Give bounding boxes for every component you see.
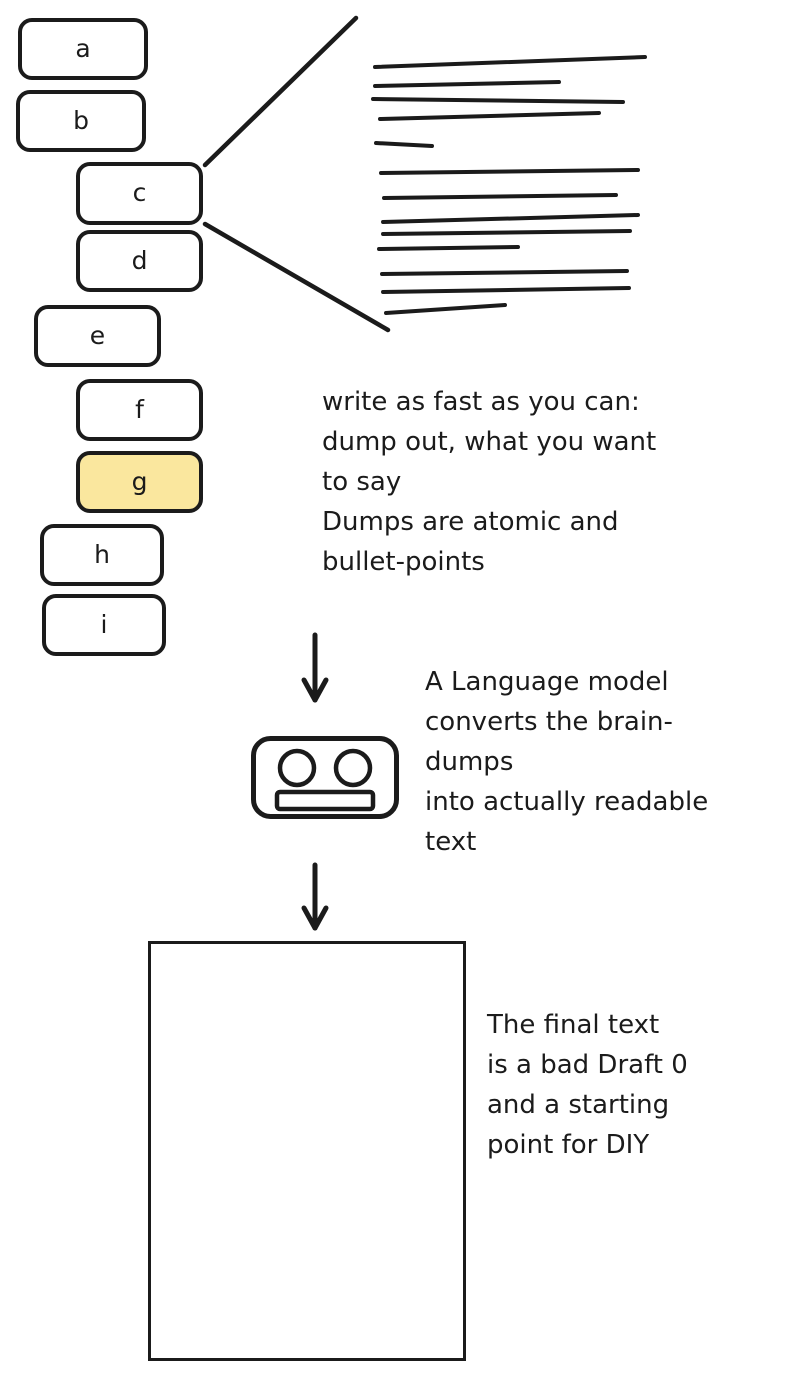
braindump-scribble	[371, 55, 647, 315]
braindump-line-0	[373, 55, 647, 69]
outline-item-i[interactable]: i	[42, 594, 166, 656]
outline-item-d[interactable]: d	[76, 230, 203, 292]
braindump-instruction-text: write as fast as you can: dump out, what…	[322, 387, 657, 577]
fan-out-lines-from-c	[202, 15, 391, 333]
connector-line-0	[202, 15, 359, 168]
outline-item-label: h	[94, 539, 110, 569]
connector-line-1	[202, 221, 391, 333]
outline-item-h[interactable]: h	[40, 524, 164, 586]
braindump-line-6	[382, 193, 618, 200]
braindump-line-11	[381, 286, 631, 294]
robot-eye-left	[277, 748, 317, 788]
braindump-line-10	[380, 269, 629, 276]
language-model-robot-icon[interactable]	[250, 735, 400, 820]
outline-item-label: b	[73, 105, 89, 135]
outline-item-label: c	[132, 178, 147, 207]
braindump-line-5	[379, 168, 640, 175]
outline-item-c[interactable]: c	[76, 162, 203, 225]
braindump-line-3	[378, 111, 601, 121]
braindump-line-12	[384, 303, 507, 315]
braindump-line-8	[381, 229, 632, 236]
braindump-line-1	[373, 80, 561, 88]
braindump-line-4	[374, 141, 434, 148]
robot-eye-right	[333, 748, 373, 788]
outline-item-label: e	[89, 320, 106, 350]
outline-item-f[interactable]: f	[76, 379, 203, 441]
outline-item-label: a	[75, 33, 91, 63]
outline-item-e[interactable]: e	[34, 305, 161, 367]
language-model-description-text: A Language model converts the brain- dum…	[425, 667, 709, 857]
outline-item-b[interactable]: b	[16, 90, 146, 152]
arrow-down-to-document-head	[301, 905, 329, 931]
outline-item-label: i	[100, 609, 108, 639]
braindump-line-7	[381, 213, 640, 224]
braindump-line-2	[371, 97, 625, 104]
robot-mouth	[274, 789, 376, 812]
arrow-down-to-model-head	[301, 677, 329, 703]
outline-item-label: g	[131, 466, 148, 496]
final-document-page[interactable]	[148, 941, 466, 1361]
final-text-description: The final text is a bad Draft 0 and a st…	[487, 1010, 688, 1160]
outline-item-label: d	[131, 245, 148, 275]
outline-item-a[interactable]: a	[18, 18, 148, 80]
outline-item-g[interactable]: g	[76, 451, 203, 513]
outline-item-label: f	[135, 394, 144, 424]
braindump-line-9	[377, 245, 520, 251]
